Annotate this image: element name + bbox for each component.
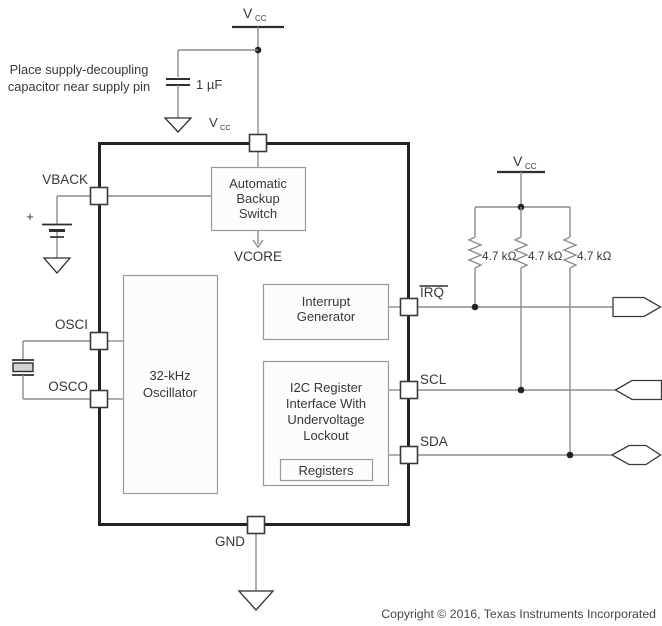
oscillator-block: 32-kHz Oscillator xyxy=(122,274,219,495)
interrupt-generator-block: Interrupt Generator xyxy=(262,283,390,341)
i2c-interface-block: I2C Register Interface With Undervoltage… xyxy=(262,360,390,487)
crystal-branch xyxy=(12,340,90,400)
pin-vcc xyxy=(248,133,268,153)
scl-pin-label: SCL xyxy=(420,372,447,387)
resistor2-value: 4.7 kΩ xyxy=(528,249,563,263)
backup-switch-block: Automatic Backup Switch VCORE xyxy=(210,166,307,264)
ground-icon xyxy=(42,257,72,274)
signal-lines xyxy=(417,296,662,466)
osco-pin-label: OSCO xyxy=(48,379,88,394)
oscillator-box xyxy=(122,274,219,495)
pin-osci xyxy=(89,331,109,351)
resistor-icon xyxy=(467,236,483,269)
decoupling-note-line2: capacitor near supply pin xyxy=(8,79,150,94)
internal-wires xyxy=(108,152,400,456)
oscillator-label-2: Oscillator xyxy=(143,385,198,400)
decoupling-note-line1: Place supply-decoupling xyxy=(10,62,149,77)
pin-gnd xyxy=(246,515,266,535)
vcc-label-right: V xyxy=(513,153,523,169)
vcc-pin-label-sub: CC xyxy=(220,123,231,132)
vcore-label: VCORE xyxy=(234,249,282,264)
pin-osco xyxy=(89,389,109,409)
interrupt-generator-box xyxy=(262,283,390,341)
copyright-text: Copyright © 2016, Texas Instruments Inco… xyxy=(381,607,656,621)
vcc-label-top: V xyxy=(243,5,253,21)
bidirectional-connector-icon xyxy=(610,444,662,466)
i2c-label-3: Undervoltage xyxy=(287,412,364,427)
registers-label: Registers xyxy=(299,463,354,478)
pin-scl xyxy=(399,380,419,400)
pin-irq xyxy=(399,297,419,317)
backup-battery-branch: + xyxy=(26,195,90,274)
resistor3-value: 4.7 kΩ xyxy=(577,249,612,263)
vcc-label-top-sub: CC xyxy=(255,14,267,23)
i2c-label-2: Interface With xyxy=(286,396,366,411)
backup-switch-box xyxy=(210,166,307,232)
oscillator-label-1: 32-kHz xyxy=(149,368,190,383)
irq-pin-label: IRQ xyxy=(420,285,444,300)
backup-switch-label-2: Backup xyxy=(236,191,279,206)
decoupling-capacitor-branch: 1 µF Place supply-decoupling capacitor n… xyxy=(8,49,258,133)
interrupt-generator-label-2: Generator xyxy=(297,309,356,324)
capacitor-value-label: 1 µF xyxy=(196,77,222,92)
vcc-label-right-sub: CC xyxy=(525,162,537,171)
backup-switch-label-3: Switch xyxy=(239,206,277,221)
pullup-network: V CC 4.7 kΩ 4.7 kΩ 4.7 kΩ xyxy=(467,153,612,455)
pin-vback xyxy=(89,186,109,206)
vcore-arrowhead-icon xyxy=(252,239,264,249)
chip-pins xyxy=(89,133,419,535)
vcc-pin-label: V xyxy=(209,115,218,130)
output-connector-icon xyxy=(612,296,662,318)
ground-icon xyxy=(237,590,275,611)
vback-pin-label: VBACK xyxy=(42,172,88,187)
ground-icon xyxy=(163,117,193,133)
registers-box xyxy=(279,458,374,482)
osci-pin-label: OSCI xyxy=(55,317,88,332)
crystal-icon xyxy=(12,362,34,373)
pin-labels: VBACK OSCI OSCO GND IRQ SCL SDA xyxy=(42,172,448,549)
sda-pin-label: SDA xyxy=(420,434,448,449)
pin-sda xyxy=(399,445,419,465)
battery-plus-label: + xyxy=(26,209,34,224)
backup-switch-label-1: Automatic xyxy=(229,176,287,191)
gnd-pin-label: GND xyxy=(215,534,245,549)
i2c-label-4: Lockout xyxy=(303,428,349,443)
vcc-pin-label-group: V CC xyxy=(209,115,231,132)
junction-dot xyxy=(471,303,479,311)
resistor-icon xyxy=(562,236,578,269)
resistor1-value: 4.7 kΩ xyxy=(482,249,517,263)
top-vcc-supply: V CC xyxy=(232,5,284,135)
gnd-branch xyxy=(237,533,275,611)
input-connector-icon xyxy=(614,379,662,401)
resistor-icon xyxy=(513,236,529,269)
junction-dot xyxy=(566,451,574,459)
i2c-label-1: I2C Register xyxy=(290,380,363,395)
junction-dot xyxy=(517,386,525,394)
interrupt-generator-label-1: Interrupt xyxy=(302,294,351,309)
